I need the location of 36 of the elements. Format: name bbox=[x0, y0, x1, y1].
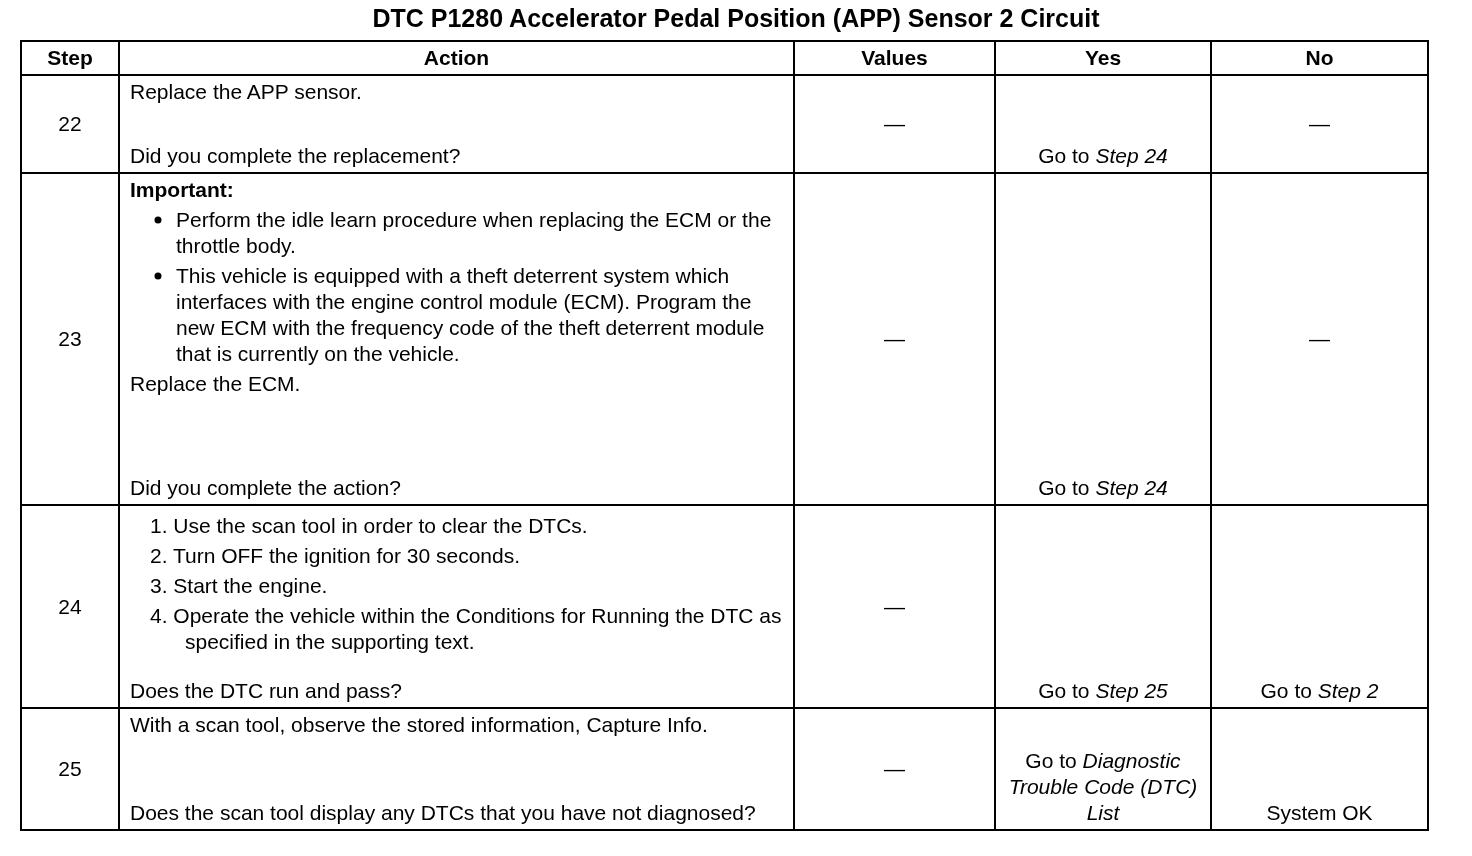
step-number: 22 bbox=[58, 111, 82, 137]
instruction-text: Did you complete the action? bbox=[130, 475, 402, 501]
bullet-item: Perform the idle learn procedure when replacing the ECM or the throttle body. bbox=[130, 207, 783, 259]
instruction-text: Does the scan tool display any DTCs that you have not diagnosed? bbox=[130, 800, 757, 826]
instruction-text: Did you complete the replacement? bbox=[130, 143, 462, 169]
instruction-text: Replace the ECM. bbox=[130, 371, 302, 397]
column-header: Values bbox=[861, 45, 928, 71]
bullet-item: This vehicle is equipped with a theft deterrent system which interfaces with the engine control module (ECM). Program the new ECM with the frequency code of the theft deterrent module that is currently on the vehicle. bbox=[130, 263, 783, 367]
dash-mark: — bbox=[884, 756, 905, 782]
instruction-text: With a scan tool, observe the stored information, Capture Info. bbox=[130, 712, 709, 738]
numbered-step: 1. Use the scan tool in order to clear the DTCs. bbox=[130, 513, 783, 539]
numbered-step: 3. Start the engine. bbox=[130, 573, 783, 599]
column-header: Action bbox=[423, 45, 490, 71]
result-text: Go to Diagnostic Trouble Code (DTC) List bbox=[1007, 748, 1199, 826]
result-text: Go to Step 2 bbox=[1260, 678, 1379, 704]
step-number: 25 bbox=[58, 756, 82, 782]
numbered-step: 4. Operate the vehicle within the Conditions for Running the DTC as specified in the supporting text. bbox=[130, 603, 783, 655]
note-heading: Important: bbox=[130, 177, 235, 203]
column-header: Yes bbox=[1084, 45, 1122, 71]
dash-mark: — bbox=[884, 593, 905, 620]
dash-mark: — bbox=[884, 111, 905, 137]
dash-mark: — bbox=[1309, 326, 1330, 352]
result-text: Go to Step 24 bbox=[1038, 475, 1168, 501]
step-number: 23 bbox=[58, 326, 82, 352]
result-text: Go to Step 24 bbox=[1038, 143, 1168, 169]
instruction-text: Does the DTC run and pass? bbox=[130, 678, 403, 704]
table-title: DTC P1280 Accelerator Pedal Position (APP) Sensor 2 Circuit bbox=[371, 4, 1101, 33]
step-number: 24 bbox=[58, 593, 82, 620]
dash-mark: — bbox=[1309, 111, 1330, 137]
column-header: Step bbox=[47, 45, 93, 71]
result-text: Go to Step 25 bbox=[1038, 678, 1168, 704]
dash-mark: — bbox=[884, 326, 905, 352]
instruction-text: Replace the APP sensor. bbox=[130, 79, 363, 105]
column-header: No bbox=[1305, 45, 1334, 71]
numbered-step: 2. Turn OFF the ignition for 30 seconds. bbox=[130, 543, 783, 569]
result-text: System OK bbox=[1266, 800, 1373, 826]
